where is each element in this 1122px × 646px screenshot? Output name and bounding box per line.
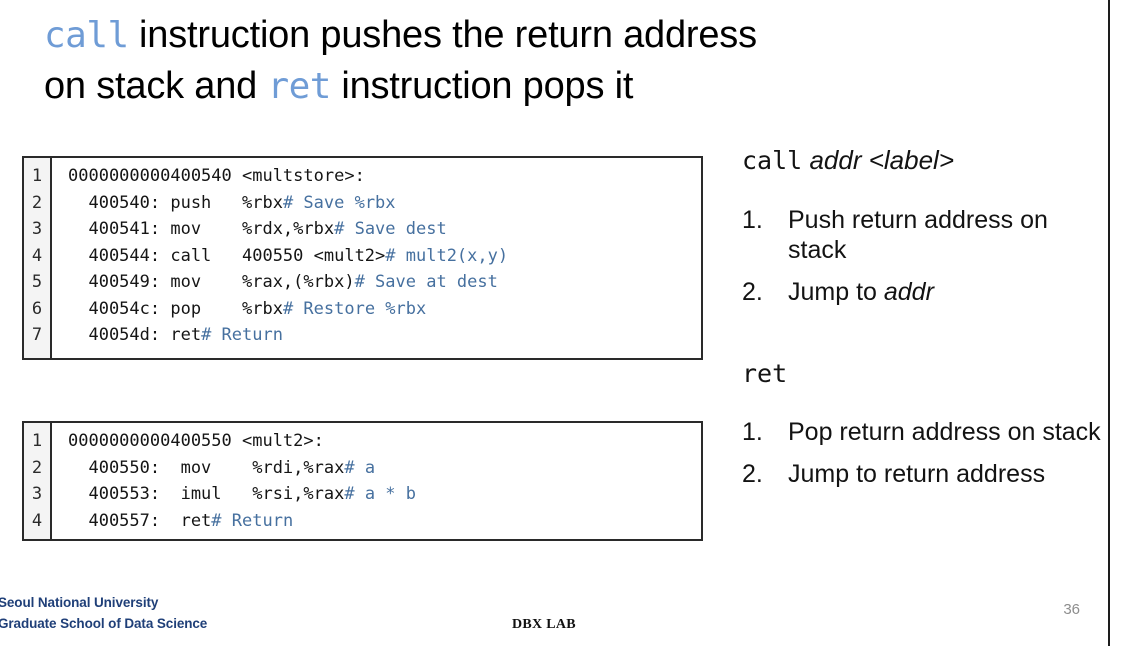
code-comment: # Return (211, 510, 294, 531)
slide-right-border (1108, 0, 1110, 646)
code-comment: # Restore %rbx (282, 298, 427, 319)
line-number: 4 (31, 510, 43, 531)
step-text: Push return address on stack (788, 206, 1048, 264)
page-number: 36 (1063, 601, 1080, 618)
step-emphasis: addr (883, 278, 934, 306)
code-lines: 0000000000400550 <mult2>: 400550: mov %r… (52, 423, 701, 539)
ret-signature: ret (742, 356, 1102, 391)
code-comment: # a * b (344, 484, 416, 504)
step-number: 1. (742, 206, 763, 234)
code-comment: # Save %rbx (282, 192, 396, 213)
title-line-1: call instruction pushes the return addre… (44, 10, 1054, 61)
code-line: 400540: push %rbx# Save %rbx (68, 190, 701, 217)
code-text: 400540: push %rbx (68, 192, 283, 213)
code-comment: # a (344, 457, 376, 478)
call-operand: addr <label> (809, 145, 955, 175)
line-number: 7 (31, 325, 43, 345)
code-text: 400557: ret (68, 510, 212, 531)
code-line: 400557: ret# Return (68, 508, 701, 535)
title-line-2: on stack and ret instruction pops it (44, 61, 1054, 112)
code-text: 400549: mov %rax,(%rbx) (68, 272, 355, 292)
line-number: 1 (31, 431, 43, 451)
line-number: 2 (31, 457, 43, 478)
call-mnemonic: call (742, 146, 803, 175)
code-block-mult2: 1 2 3 4 0000000000400550 <mult2>: 400550… (22, 421, 703, 541)
list-item: 2. Jump to addr (742, 277, 1102, 307)
code-comment: # mult2(x,y) (385, 245, 509, 266)
call-signature: call addr <label> (742, 143, 1102, 178)
code-line: 40054c: pop %rbx# Restore %rbx (68, 296, 701, 323)
title-line-1-text: instruction pushes the return address (128, 14, 757, 56)
step-text: Pop return address on stack (788, 418, 1101, 446)
line-number: 6 (31, 298, 43, 319)
code-line: 400549: mov %rax,(%rbx)# Save at dest (68, 269, 701, 296)
line-number: 5 (31, 272, 43, 292)
code-comment: # Save at dest (354, 272, 498, 292)
title-line-2-suffix: instruction pops it (330, 65, 634, 107)
step-number: 2. (742, 460, 763, 488)
footer-organization: Seoul National University Graduate Schoo… (0, 592, 207, 634)
list-item: 2. Jump to return address (742, 459, 1102, 489)
code-text: 400553: imul %rsi,%rax (68, 484, 345, 504)
step-number: 2. (742, 278, 763, 306)
code-text: 40054c: pop %rbx (68, 298, 283, 319)
page-title: call instruction pushes the return addre… (44, 10, 1054, 112)
footer-org-line-2: Graduate School of Data Science (0, 616, 208, 631)
line-number-gutter: 1 2 3 4 5 6 7 (24, 158, 52, 358)
line-number-gutter: 1 2 3 4 (24, 423, 52, 539)
footer-org-line-1: Seoul National University (0, 595, 159, 610)
code-line: 400541: mov %rdx,%rbx# Save dest (68, 216, 701, 243)
code-text: 400544: call 400550 <mult2> (68, 245, 386, 266)
code-line: 400544: call 400550 <mult2># mult2(x,y) (68, 243, 701, 270)
line-number: 4 (31, 245, 43, 266)
code-text: 400550: mov %rdi,%rax (68, 457, 345, 478)
step-number: 1. (742, 418, 763, 446)
code-comment: # Return (201, 325, 283, 345)
code-text: 0000000000400550 <mult2>: (68, 431, 324, 451)
step-text: Jump to return address (788, 460, 1046, 488)
code-line: 0000000000400540 <multstore>: (68, 163, 701, 190)
code-comment: # Save dest (334, 219, 447, 239)
call-steps-list: 1. Push return address on stack 2. Jump to… (742, 205, 1102, 319)
list-item: 1. Pop return address on stack (742, 417, 1102, 447)
step-text: Jump to (788, 278, 884, 306)
line-number: 1 (31, 166, 43, 186)
title-keyword-call: call (44, 15, 129, 56)
code-block-multstore: 1 2 3 4 5 6 7 0000000000400540 <multstor… (22, 156, 703, 360)
code-line: 400553: imul %rsi,%rax# a * b (68, 481, 701, 508)
list-item: 1. Push return address on stack (742, 205, 1102, 265)
code-text: 40054d: ret (68, 325, 202, 345)
line-number: 3 (31, 219, 43, 239)
code-line: 0000000000400550 <mult2>: (68, 428, 701, 455)
code-lines: 0000000000400540 <multstore>: 400540: pu… (52, 158, 701, 358)
code-line: 400550: mov %rdi,%rax# a (68, 455, 701, 482)
footer-lab-name: DBX LAB (512, 617, 576, 632)
title-line-2-prefix: on stack and (44, 65, 268, 107)
line-number: 3 (31, 484, 43, 504)
title-keyword-ret: ret (267, 66, 331, 107)
code-text: 0000000000400540 <multstore>: (68, 166, 365, 186)
code-text: 400541: mov %rdx,%rbx (68, 219, 335, 239)
ret-mnemonic: ret (742, 359, 788, 388)
line-number: 2 (31, 192, 43, 213)
ret-steps-list: 1. Pop return address on stack 2. Jump to … (742, 417, 1102, 501)
code-line: 40054d: ret# Return (68, 322, 701, 349)
